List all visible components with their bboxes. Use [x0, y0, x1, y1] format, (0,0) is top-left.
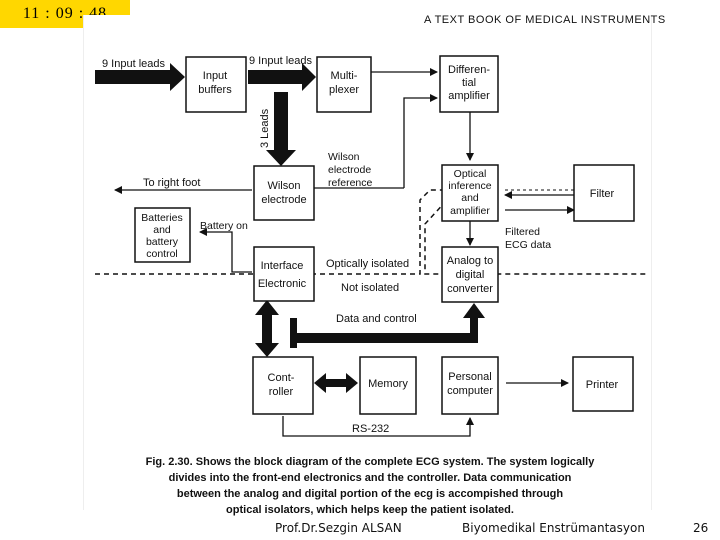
label-wilson-reference-1: electrode: [328, 164, 371, 176]
caption-line-1: divides into the front-end electronics a…: [168, 472, 572, 484]
footer-page-number: 26: [693, 521, 709, 535]
block-memory: Memory: [359, 356, 417, 415]
block-batteries-line-0: Batteries: [141, 212, 182, 224]
label-three-leads: 3 Leads: [259, 108, 271, 148]
label-rs232: RS-232: [352, 423, 389, 435]
block-differential-amplifier-line-2: amplifier: [448, 90, 490, 102]
block-personal-computer: Personal computer: [441, 356, 499, 415]
block-multiplexer: Multi- plexer: [316, 56, 372, 113]
block-adc-line-1: digital: [456, 269, 485, 281]
block-printer-line-0: Printer: [586, 379, 619, 391]
data-and-control-bus: [290, 303, 485, 348]
block-input-buffers-line-0: Input: [203, 70, 227, 82]
label-wilson-reference-0: Wilson: [328, 151, 360, 163]
block-multiplexer-line-1: plexer: [329, 84, 359, 96]
footer-course: Biyomedikal Enstrümantasyon: [462, 521, 645, 535]
controller-memory-arrow: [314, 373, 358, 393]
block-personal-computer-line-0: Personal: [448, 371, 491, 383]
block-differential-amplifier-line-0: Differen-: [448, 64, 490, 76]
block-interface-electronic: Interface Electronic: [253, 246, 315, 302]
connector-lines: [114, 68, 575, 437]
block-optical-amplifier-line-0: Optical: [454, 168, 487, 180]
block-batteries-line-1: and: [153, 224, 171, 236]
block-adc-line-2: converter: [447, 283, 493, 295]
book-title: A TEXT BOOK OF MEDICAL INSTRUMENTS: [424, 14, 666, 26]
label-filtered-ecg-1: ECG data: [505, 239, 551, 251]
block-differential-amplifier-line-1: tial: [462, 77, 476, 89]
block-optical-amplifier-line-1: inference: [448, 180, 491, 192]
label-nine-input-leads-a: 9 Input leads: [102, 58, 165, 70]
caption-line-2: between the analog and digital portion o…: [176, 488, 564, 500]
label-to-right-foot: To right foot: [143, 177, 200, 189]
block-controller: Cont- roller: [252, 356, 314, 415]
block-batteries-line-2: battery: [146, 236, 179, 248]
controller-interface-arrow: [255, 300, 279, 357]
block-batteries-line-3: control: [146, 248, 178, 260]
block-wilson-electrode-line-0: Wilson: [267, 180, 300, 192]
caption-line-3: optical isolators, which helps keep the …: [226, 504, 514, 516]
label-nine-input-leads-b: 9 Input leads: [249, 55, 312, 67]
input-arrow-2: [248, 63, 316, 91]
block-interface-electronic-line-0: Interface: [261, 260, 304, 272]
figure-caption: Fig. 2.30. Shows the block diagram of th…: [130, 454, 610, 518]
block-differential-amplifier: Differen- tial amplifier: [439, 55, 499, 113]
label-optically-isolated: Optically isolated: [326, 258, 409, 270]
block-batteries: Batteries and battery control: [134, 207, 191, 263]
block-multiplexer-line-0: Multi-: [331, 70, 358, 82]
label-not-isolated: Not isolated: [341, 282, 399, 294]
block-optical-amplifier-line-3: amplifier: [450, 205, 490, 217]
block-filter-line-0: Filter: [590, 188, 615, 200]
footer-author: Prof.Dr.Sezgin ALSAN: [275, 521, 402, 535]
label-data-and-control: Data and control: [336, 313, 417, 325]
block-wilson-electrode: Wilson electrode: [253, 165, 315, 221]
label-filtered-ecg-0: Filtered: [505, 226, 540, 238]
caption-line-0: Fig. 2.30. Shows the block diagram of th…: [145, 456, 595, 468]
block-wilson-electrode-line-1: electrode: [261, 194, 306, 206]
block-adc: Analog to digital converter: [441, 246, 499, 303]
three-leads-arrow: [266, 92, 296, 166]
label-battery-on: Battery on: [200, 220, 248, 232]
block-adc-line-0: Analog to: [447, 255, 493, 267]
block-optical-amplifier-line-2: and: [461, 192, 479, 204]
block-input-buffers-line-1: buffers: [198, 84, 232, 96]
block-optical-amplifier: Optical inference and amplifier: [441, 164, 499, 222]
block-personal-computer-line-1: computer: [447, 385, 493, 397]
block-controller-line-0: Cont-: [268, 372, 295, 384]
input-arrow-1: [95, 63, 185, 91]
block-filter: Filter: [573, 164, 635, 222]
block-printer: Printer: [572, 356, 634, 412]
label-wilson-reference-2: reference: [328, 177, 373, 189]
block-interface-electronic-line-1: Electronic: [258, 278, 307, 290]
block-memory-line-0: Memory: [368, 378, 408, 390]
block-controller-line-1: roller: [269, 386, 294, 398]
block-input-buffers: Input buffers: [185, 56, 247, 113]
